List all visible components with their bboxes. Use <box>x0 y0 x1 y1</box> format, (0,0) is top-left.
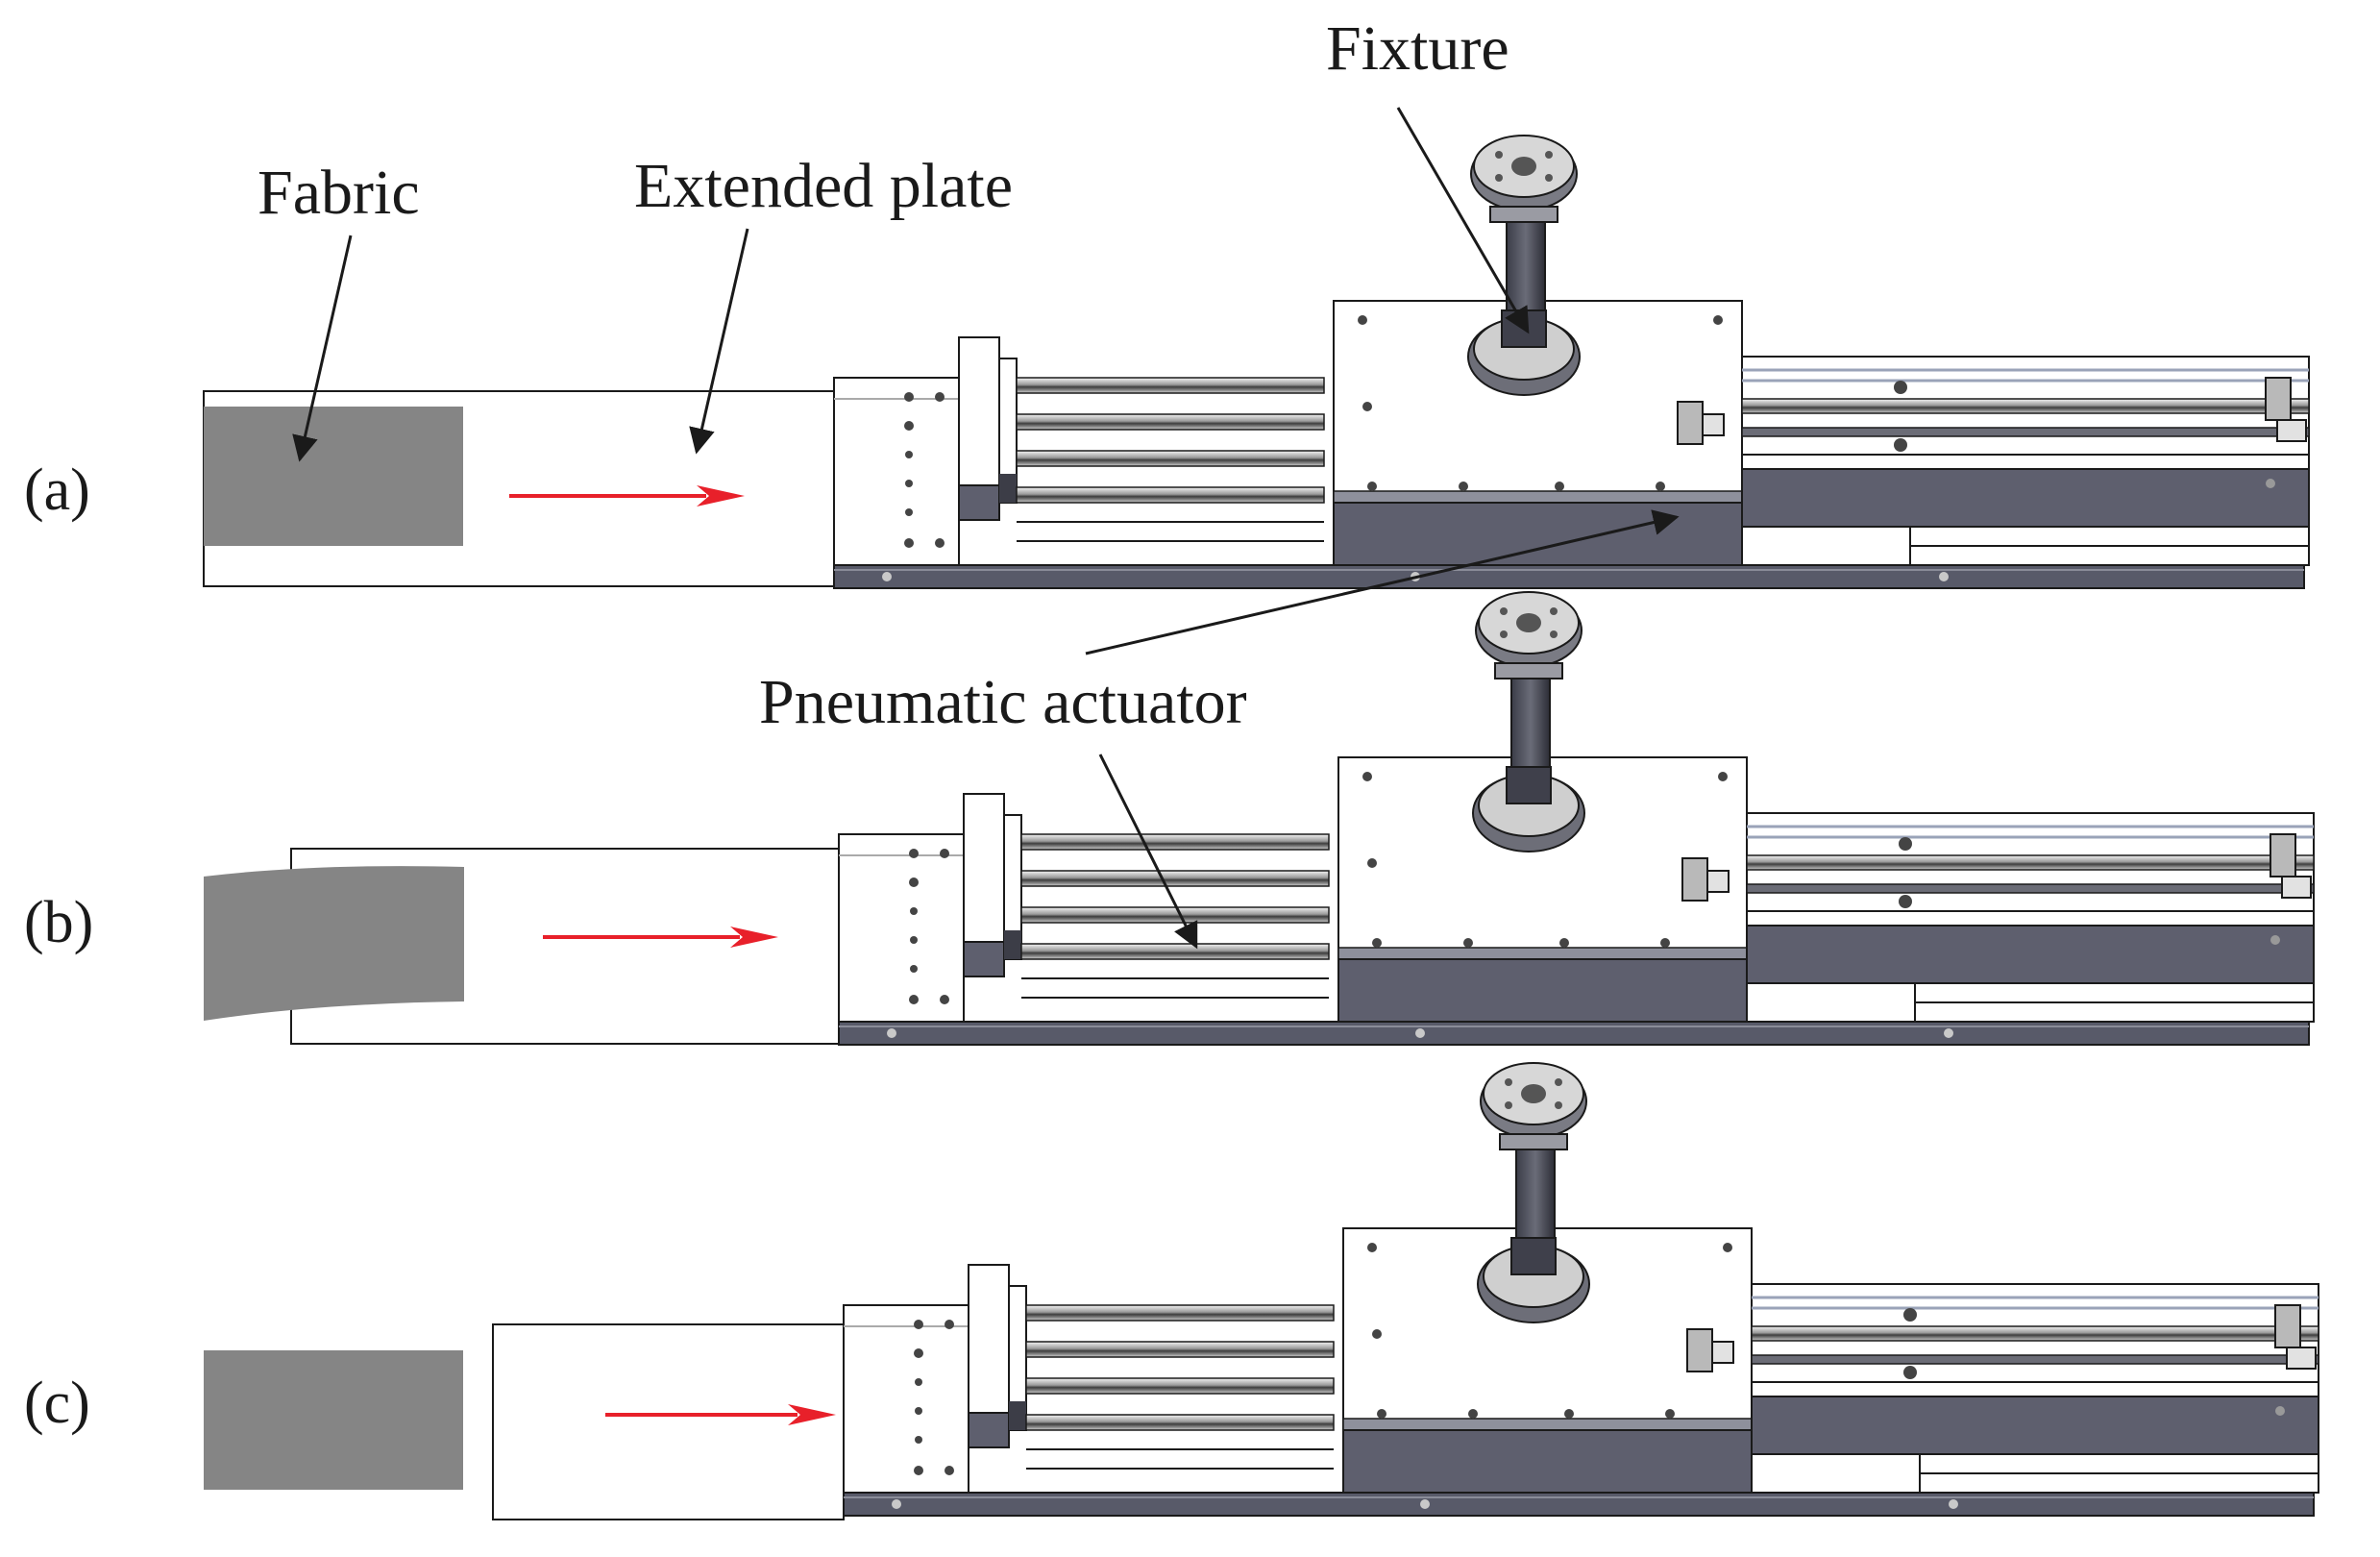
fabric-sheet <box>204 407 463 546</box>
fixture-label: Fixture <box>1326 13 1509 84</box>
panel-label-a: (a) <box>24 457 90 523</box>
extended-plate-pointer-arrow <box>689 228 749 455</box>
fabric-label: Fabric <box>258 158 420 228</box>
pneumatic-actuator-label: Pneumatic actuator <box>759 667 1247 737</box>
motion-arrow <box>605 1404 836 1425</box>
motion-arrow <box>543 927 778 948</box>
callouts: Fixture Fabric Extended plate Pneumatic … <box>258 13 1680 950</box>
panel-c: (c) <box>24 1061 2320 1520</box>
fabric-sheet-bending <box>204 866 464 1021</box>
fabric-pointer-arrow <box>292 235 353 462</box>
panel-label-b: (b) <box>24 890 93 955</box>
fixture-pointer-arrow <box>1396 107 1530 334</box>
actuator-assembly <box>842 1061 2320 1518</box>
pneumatic-actuator-pointer-arrow-upper <box>1085 509 1680 655</box>
panel-b: (b) <box>24 590 2316 1047</box>
fabric-sheet <box>204 1350 463 1490</box>
extended-plate-label: Extended plate <box>634 151 1013 221</box>
panel-label-c: (c) <box>24 1371 90 1436</box>
motion-arrow <box>509 485 745 507</box>
extended-plate <box>492 1323 845 1520</box>
pneumatic-actuator-pointer-arrow-lower <box>1098 754 1198 950</box>
actuator-assembly <box>837 590 2316 1047</box>
actuator-assembly <box>832 134 2311 590</box>
